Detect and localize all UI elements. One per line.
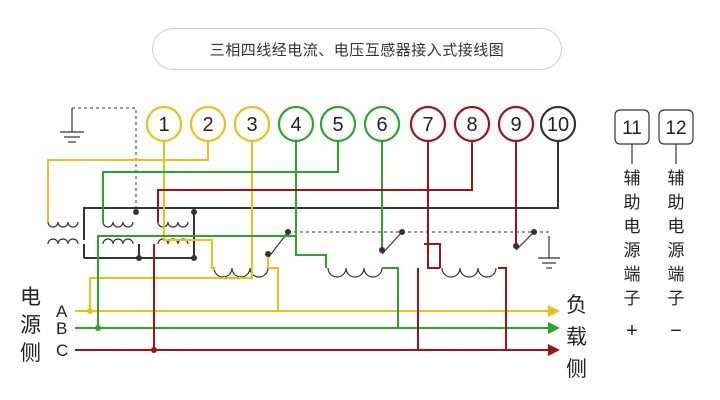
meter-terminals: 1 2 3 4 5 6 7 8 9 10 <box>145 105 577 143</box>
terminal-10-circle <box>539 105 577 143</box>
terminal-10-label: 10 <box>547 114 569 136</box>
terminal-2-circle <box>189 105 227 143</box>
terminal-8-circle <box>453 105 491 143</box>
terminal-9-label: 9 <box>510 114 521 136</box>
aux-terminal-text-char: 助 <box>624 193 641 213</box>
aux-terminal-text-char: 辅 <box>668 169 685 189</box>
arrow-b <box>548 322 560 334</box>
terminal-1-circle <box>145 105 183 143</box>
terminal-6-label: 6 <box>376 114 387 136</box>
arrow-c <box>548 344 560 356</box>
terminal-3-circle <box>233 105 271 143</box>
aux-terminal-text-char: 源 <box>668 241 685 261</box>
terminal-2-label: 2 <box>202 114 213 136</box>
ground-symbol-left <box>60 108 84 143</box>
aux-terminal-polarity: + <box>626 320 638 342</box>
aux-terminal-11-label: 11 <box>622 118 642 139</box>
load-arrows <box>548 305 560 356</box>
terminal-5-label: 5 <box>332 114 343 136</box>
terminal-8-label: 8 <box>466 114 477 136</box>
aux-terminal-text-char: 源 <box>624 241 641 261</box>
phase-junction-dots <box>87 243 519 353</box>
load-side-label: 负 载 侧 <box>566 293 587 381</box>
phase-labels: A B C <box>56 302 68 360</box>
terminal-6-circle <box>363 105 401 143</box>
aux-terminal-text-char: 端 <box>624 265 641 285</box>
terminal-1-label: 1 <box>158 114 169 136</box>
source-side-char: 侧 <box>20 341 41 365</box>
load-side-char: 侧 <box>566 357 587 381</box>
aux-terminal-polarity: − <box>670 320 682 342</box>
ground-symbol-right <box>538 236 560 269</box>
aux-terminal-12-label: 12 <box>665 118 686 139</box>
load-side-char: 载 <box>566 325 587 349</box>
phase-b-wiring <box>75 142 548 329</box>
source-side-char: 电 <box>20 285 41 309</box>
source-side-char: 源 <box>20 313 41 337</box>
aux-terminal-text-char: 辅 <box>624 169 641 189</box>
terminal-3-label: 3 <box>246 114 257 136</box>
arrow-a <box>548 305 560 317</box>
terminal-5-circle <box>319 105 357 143</box>
phase-label-c: C <box>56 341 68 360</box>
aux-terminal-text-char: 端 <box>668 265 685 285</box>
phase-label-b: B <box>56 319 67 338</box>
terminal-4-label: 4 <box>290 114 301 136</box>
phase-c-wiring <box>75 142 548 351</box>
aux-terminal-text-char: 子 <box>668 289 685 309</box>
aux-terminal-text-char: 助 <box>668 193 685 213</box>
terminal-9-circle <box>497 105 535 143</box>
terminal-4-circle <box>277 105 315 143</box>
load-side-char: 负 <box>566 293 587 317</box>
aux-terminal-text-char: 电 <box>624 217 641 237</box>
source-side-label: 电 源 侧 <box>20 285 41 365</box>
ground-dashed-link-left <box>72 107 137 212</box>
aux-terminal-text-char: 子 <box>624 289 641 309</box>
terminal-7-label: 7 <box>422 114 433 136</box>
current-transformer-b <box>327 267 383 278</box>
diagram-title: 三相四线经电流、电压互感器接入式接线图 <box>152 28 562 70</box>
terminal-7-circle <box>409 105 447 143</box>
current-transformer-a <box>213 267 269 278</box>
aux-terminal-text-char: 电 <box>668 217 685 237</box>
current-transformer-c <box>441 267 497 278</box>
phase-label-a: A <box>56 302 68 321</box>
voltage-transformer-primary <box>47 221 189 228</box>
